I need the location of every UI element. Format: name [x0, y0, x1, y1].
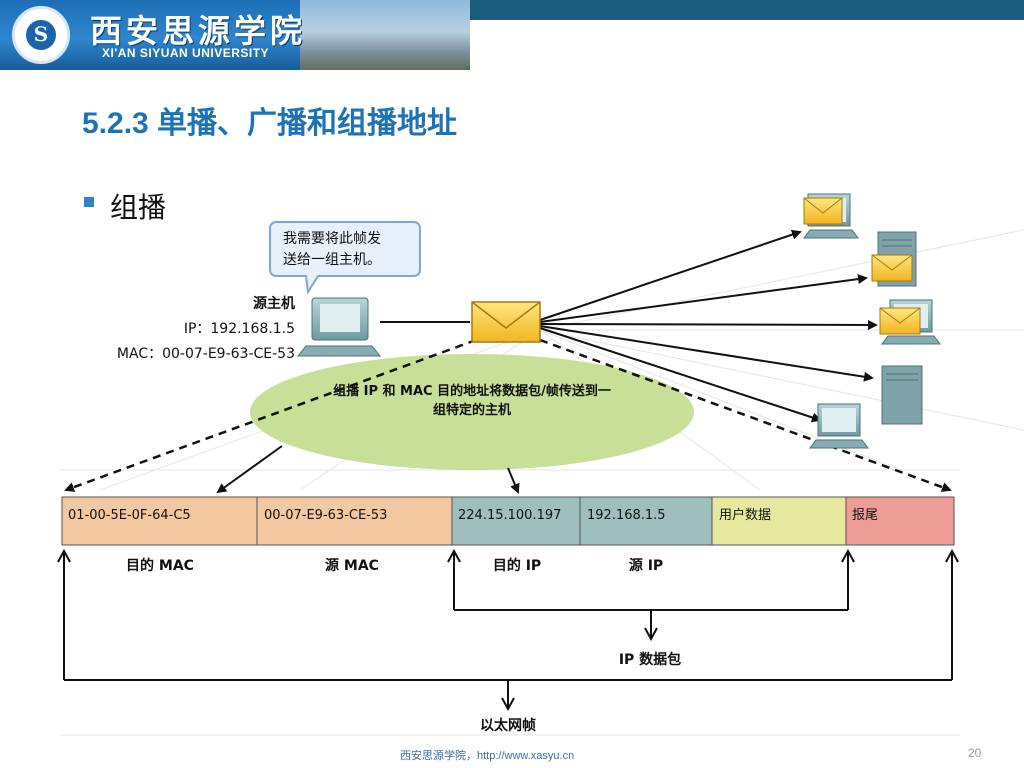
- frame-field-trailer: [845, 496, 955, 546]
- page-number: 20: [968, 746, 982, 760]
- background-grid: [60, 229, 1024, 736]
- frame-field-src-mac: [256, 496, 453, 546]
- source-host-label: 源主机: [253, 295, 295, 312]
- school-logo-icon: S: [12, 6, 70, 64]
- ethernet-frame-label: 以太网帧: [480, 717, 536, 734]
- dest-host-2-icon: [871, 231, 917, 287]
- label-dest-mac: 目的 MAC: [126, 557, 194, 574]
- top-accent-bar: [470, 0, 1024, 20]
- multicast-envelope-icon: [471, 301, 541, 343]
- frame-value-src-ip: 192.168.1.5: [587, 508, 666, 523]
- slide-title: 5.2.3 单播、广播和组播地址: [82, 107, 458, 140]
- school-name-en: XI'AN SIYUAN UNIVERSITY: [102, 46, 270, 60]
- frame-value-dest-mac: 01-00-5E-0F-64-C5: [68, 508, 191, 523]
- source-mac-label: MAC：00-07-E9-63-CE-53: [117, 346, 295, 362]
- frame-value-trailer: 报尾: [852, 508, 878, 523]
- ethernet-frame-bracket: [64, 552, 952, 708]
- school-name-cn: 西安思源学院: [90, 12, 307, 50]
- source-computer-icon: [296, 297, 382, 357]
- speech-line-1: 我需要将此帧发: [283, 231, 381, 247]
- ip-packet-bracket: [454, 552, 848, 638]
- frame-field-dest-mac: [61, 496, 258, 546]
- label-src-mac: 源 MAC: [325, 557, 379, 574]
- ellipse-line-2: 组特定的主机: [433, 402, 511, 418]
- campus-photo: [300, 0, 470, 70]
- label-src-ip: 源 IP: [629, 557, 663, 574]
- speech-line-2: 送给一组主机。: [283, 252, 381, 268]
- description-ellipse: [250, 354, 694, 470]
- frame-value-dest-ip: 224.15.100.197: [458, 508, 561, 523]
- ip-packet-label: IP 数据包: [619, 651, 681, 668]
- bullet-text: 组播: [110, 191, 167, 224]
- source-ip-label: IP：192.168.1.5: [184, 321, 295, 337]
- frame-field-dest-ip: [451, 496, 581, 546]
- dest-host-1-icon: [803, 193, 859, 239]
- bullet-square-icon: [84, 197, 94, 207]
- dest-host-5-icon: [809, 403, 869, 449]
- fanout-arrows: [539, 229, 878, 423]
- frame-field-user-data: [711, 496, 847, 546]
- frame-value-user-data: 用户数据: [719, 507, 771, 523]
- frame-value-src-mac: 00-07-E9-63-CE-53: [264, 508, 387, 523]
- frame-field-src-ip: [579, 496, 713, 546]
- ellipse-line-1: 组播 IP 和 MAC 目的地址将数据包/帧传送到一: [333, 383, 611, 399]
- label-dest-ip: 目的 IP: [493, 557, 541, 574]
- ethernet-frame: 01-00-5E-0F-64-C5 00-07-E9-63-CE-53 224.…: [61, 496, 955, 546]
- header-band: S 西安思源学院 XI'AN SIYUAN UNIVERSITY: [0, 0, 1024, 70]
- footer-text: 西安思源学院，http://www.xasyu.cn: [400, 750, 575, 762]
- dest-host-3-icon: [879, 299, 941, 345]
- speech-bubble: 我需要将此帧发 送给一组主机。: [269, 221, 421, 295]
- dest-host-4-icon: [881, 365, 923, 425]
- school-banner: S 西安思源学院 XI'AN SIYUAN UNIVERSITY: [0, 0, 470, 70]
